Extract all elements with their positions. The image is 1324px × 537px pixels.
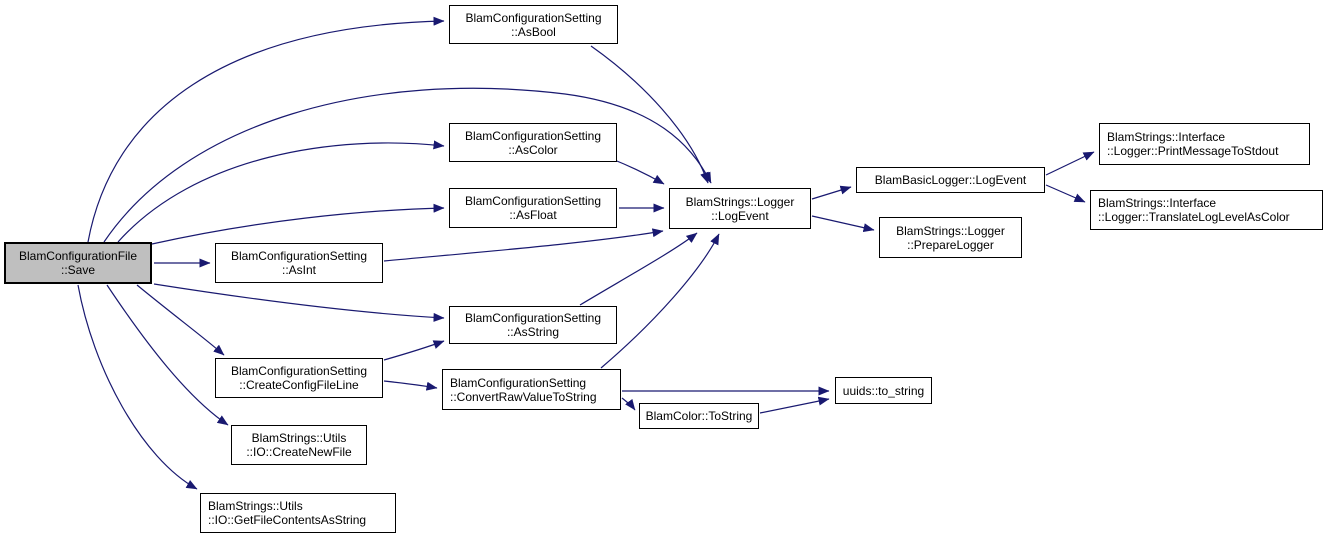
node-logger-log-event[interactable]: BlamStrings::Logger ::LogEvent	[669, 188, 811, 229]
edge-save-to-as_float	[151, 203, 445, 245]
node-get-file-contents-as-string[interactable]: BlamStrings::Utils ::IO::GetFileContents…	[200, 493, 396, 533]
edge-as_int-to-log_event	[383, 228, 664, 262]
node-blamconfigurationfile-save: BlamConfigurationFile ::Save	[4, 242, 152, 284]
node-as-string[interactable]: BlamConfigurationSetting ::AsString	[449, 306, 617, 344]
edge-as_bool-to-log_event	[590, 45, 709, 184]
node-convert-raw-value-to-string[interactable]: BlamConfigurationSetting ::ConvertRawVal…	[442, 369, 621, 410]
node-create-new-file[interactable]: BlamStrings::Utils ::IO::CreateNewFile	[231, 425, 367, 465]
edge-as_string-to-log_event	[579, 232, 698, 306]
edge-save-to-get_file_contents	[77, 284, 198, 490]
edge-convert_raw_value-to-log_event	[600, 233, 720, 369]
node-create-config-file-line[interactable]: BlamConfigurationSetting ::CreateConfigF…	[215, 358, 383, 398]
node-blam-basic-logger-log-event[interactable]: BlamBasicLogger::LogEvent	[856, 167, 1045, 193]
edge-save-to-create_config_file_line	[136, 284, 225, 356]
edge-save-to-as_color	[117, 140, 445, 243]
edge-save-to-as_bool	[87, 16, 445, 243]
node-translate-log-level-as-color[interactable]: BlamStrings::Interface ::Logger::Transla…	[1090, 190, 1323, 230]
edge-basic_log_event-to-print_message	[1045, 151, 1095, 176]
edge-basic_log_event-to-translate_log_level	[1045, 184, 1086, 203]
edge-create_config_file_line-to-convert_raw_value	[383, 380, 438, 391]
edge-as_color-to-log_event	[611, 158, 665, 185]
node-as-bool[interactable]: BlamConfigurationSetting ::AsBool	[449, 5, 618, 44]
node-blamcolor-to-string[interactable]: BlamColor::ToString	[639, 403, 759, 429]
node-as-color[interactable]: BlamConfigurationSetting ::AsColor	[449, 123, 617, 162]
node-as-int[interactable]: BlamConfigurationSetting ::AsInt	[215, 243, 383, 283]
edge-save-to-create_new_file	[106, 284, 229, 426]
edge-save-to-as_string	[153, 283, 445, 322]
edge-convert_raw_value-to-blamcolor_to_string	[621, 397, 636, 411]
node-as-float[interactable]: BlamConfigurationSetting ::AsFloat	[449, 188, 617, 228]
node-print-message-to-stdout[interactable]: BlamStrings::Interface ::Logger::PrintMe…	[1099, 123, 1310, 165]
edge-create_config_file_line-to-as_string	[383, 340, 445, 361]
edge-log_event-to-basic_log_event	[811, 185, 852, 200]
node-uuids-to-string[interactable]: uuids::to_string	[835, 377, 932, 404]
node-prepare-logger[interactable]: BlamStrings::Logger ::PrepareLogger	[879, 217, 1022, 258]
edge-blamcolor_to_string-to-uuids_to_string	[759, 396, 830, 414]
edge-save-to-log_event	[103, 87, 712, 243]
edge-log_event-to-prepare_logger	[811, 215, 875, 233]
